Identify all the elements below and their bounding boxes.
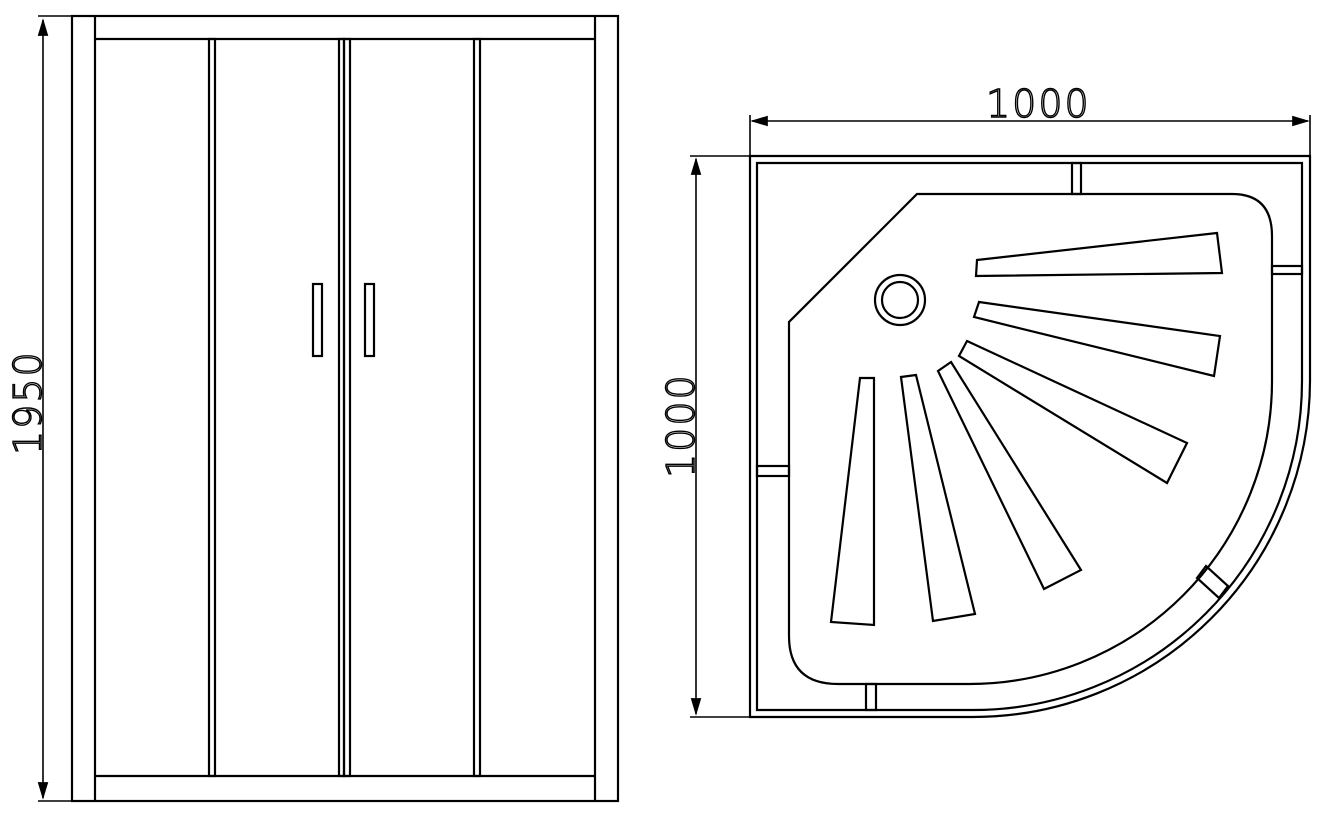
right-door-handle — [363, 282, 376, 358]
right-panel-divider — [472, 37, 482, 778]
drain-outer-ring — [873, 273, 927, 327]
height-label: 1950 — [6, 350, 50, 455]
depth-label: 1000 — [659, 373, 703, 478]
left-door-handle — [311, 282, 324, 358]
rim-ribs — [755, 161, 1304, 712]
width-label: 1000 — [986, 82, 1091, 126]
tray-inner-rim — [755, 161, 1304, 712]
tray-outer-outline — [748, 154, 1312, 719]
outer-frame — [70, 14, 620, 803]
tray-view: 1000 1000 — [658, 81, 1312, 719]
anti-slip-ribs — [829, 231, 1224, 627]
front-view: 1950 — [5, 14, 620, 803]
center-right-divider — [342, 37, 352, 778]
left-panel-divider — [207, 37, 217, 778]
tray-basin — [787, 192, 1274, 686]
drain-inner-ring — [880, 280, 920, 320]
